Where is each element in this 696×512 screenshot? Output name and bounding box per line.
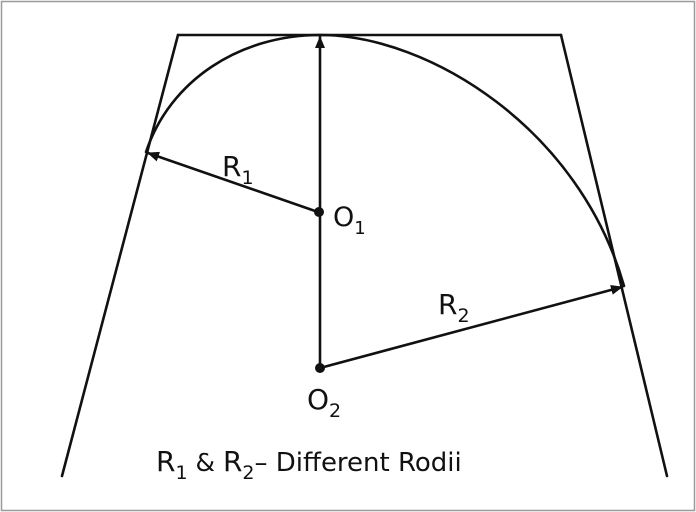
caption-rest: – Different Rodii <box>255 448 462 478</box>
diagram-caption: R1 & R2– Different Rodii <box>156 445 462 484</box>
label-o2: O2 <box>307 383 341 422</box>
caption-r1-sub: 1 <box>175 462 187 484</box>
compound-arch-curve <box>144 33 626 288</box>
radius-r2-arrow <box>318 285 624 370</box>
caption-connector: & <box>188 448 223 477</box>
label-r2: R2 <box>438 288 470 327</box>
radius-r1-arrow <box>146 151 320 214</box>
caption-r2-sub: 2 <box>242 462 254 484</box>
left-slanted-edge <box>60 33 180 478</box>
center-o1-dot <box>314 207 324 217</box>
caption-r2-main: R <box>223 445 242 478</box>
label-r1: R1 <box>222 150 254 189</box>
caption-r1-main: R <box>156 445 175 478</box>
label-o1: O1 <box>333 202 366 239</box>
center-o2-dot <box>315 363 325 373</box>
